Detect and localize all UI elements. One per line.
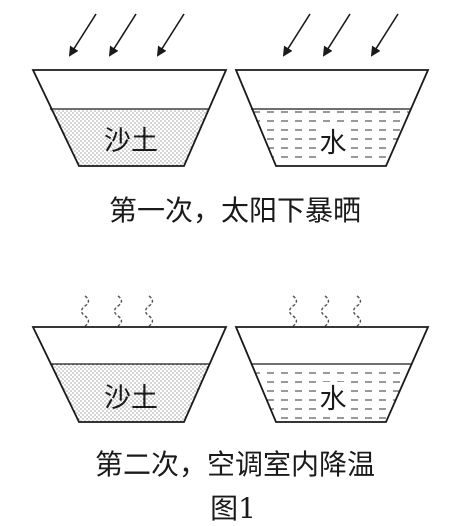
water-tray: 水 (234, 326, 430, 423)
scene-2: 沙土 水 第二次，空调室内降温 (31, 295, 430, 481)
heat-waves (80, 295, 362, 327)
caption-2: 第二次，空调室内降温 (95, 448, 375, 481)
sunlight-arrow-icon (370, 13, 399, 57)
sand-fill (50, 364, 209, 422)
tray-outline (31, 69, 228, 167)
water-label: 水 (320, 128, 347, 159)
sand-fill (50, 109, 209, 166)
sunlight-arrows (68, 13, 399, 57)
caption-1: 第一次，太阳下暴晒 (109, 194, 361, 227)
figure-label: 图1 (210, 492, 256, 525)
tray-outline (31, 326, 228, 423)
water-tray: 水 (234, 69, 430, 167)
heat-wave-icon (352, 295, 362, 327)
heat-wave-icon (288, 295, 298, 327)
heat-wave-icon (144, 295, 154, 327)
tray-outline (234, 326, 430, 423)
sand-tray: 沙土 (31, 69, 228, 167)
sand-label: 沙土 (104, 383, 158, 414)
sand-tray: 沙土 (31, 326, 228, 423)
sunlight-arrow-icon (68, 13, 97, 57)
sunlight-arrow-icon (282, 13, 311, 57)
sunlight-arrow-icon (156, 13, 185, 57)
tray-outline (234, 69, 430, 167)
heat-wave-icon (320, 295, 330, 327)
water-label: 水 (320, 384, 347, 415)
heat-wave-icon (113, 295, 123, 327)
sand-label: 沙土 (104, 126, 158, 157)
sunlight-arrow-icon (108, 13, 137, 57)
sunlight-arrow-icon (322, 13, 351, 57)
heat-wave-icon (80, 295, 90, 327)
scene-1: 沙土 水 第一次，太阳下暴晒 (31, 13, 430, 227)
